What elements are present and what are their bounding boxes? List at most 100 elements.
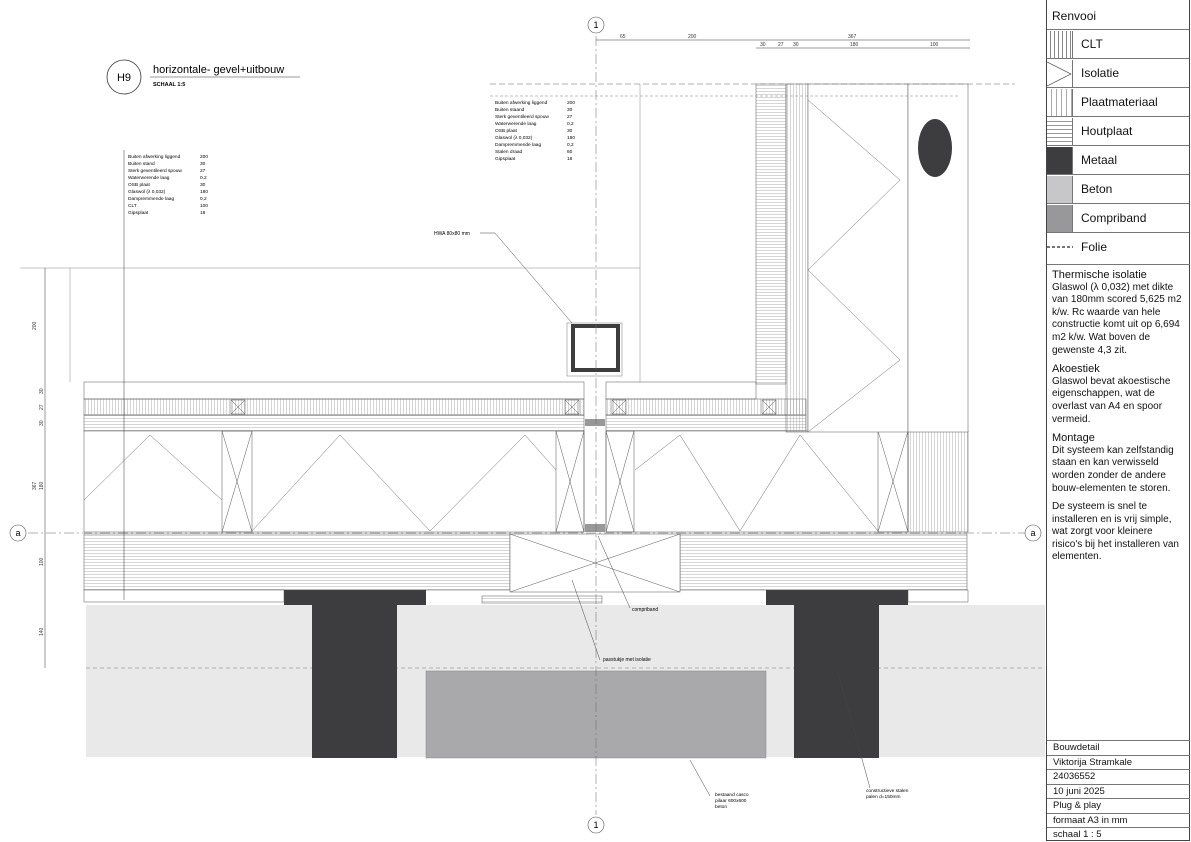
dim-top: 27 — [778, 42, 784, 48]
ll-value: 200 — [200, 154, 208, 160]
ll-value: 18 — [200, 210, 206, 216]
dim-left: 27 — [39, 404, 45, 410]
folie-icon — [1047, 234, 1073, 261]
dim-left: 30 — [39, 420, 45, 426]
thermal-text: Glaswol (λ 0,032) met dikte van 180mm sc… — [1052, 281, 1182, 356]
lr-value: 180 — [567, 135, 575, 141]
legend-label: Plaatmateriaal — [1081, 95, 1158, 109]
dim-left: 367 — [32, 481, 38, 490]
ll-name: CLT — [128, 203, 137, 209]
casco-label-3: beton — [715, 804, 727, 810]
ll-name: Waterwerende laag — [128, 175, 170, 181]
compriband-bottom — [585, 524, 605, 532]
lr-value: 0,2 — [567, 142, 574, 148]
lr-value: 30 — [567, 128, 573, 134]
legend-item-isolatie: Isolatie — [1046, 59, 1189, 88]
legend-label: CLT — [1081, 37, 1103, 51]
houtplaat-icon — [1047, 117, 1073, 145]
layer-list-right: Buiten afwerking liggend Buiten staand S… — [495, 100, 575, 162]
legend-label: Metaal — [1081, 153, 1118, 167]
tb-row: Plug & play — [1047, 798, 1190, 813]
axis-1-bottom: 1 — [593, 820, 598, 830]
beton-icon — [1047, 175, 1073, 203]
palen-label-1: constructieve stalen — [866, 788, 909, 794]
isolatie-icon — [1046, 59, 1073, 87]
dim-left: 200 — [32, 321, 38, 330]
legend-item-beton: Beton — [1047, 175, 1189, 204]
detail-scale: SCHAAL 1:5 — [153, 82, 185, 88]
legend-item-houtplaat: Houtplaat — [1047, 117, 1189, 146]
steel-cap-right — [766, 590, 908, 605]
lr-name: Stalen draad — [495, 149, 523, 155]
floor-element — [83, 381, 969, 603]
hwa-pipe — [571, 324, 620, 372]
construction-detail-drawing: 1 1 a a H9 horizontale- gevel+uitbouw SC… — [9, 16, 1045, 834]
lr-value: 0,2 — [567, 121, 574, 127]
tb-row: 24036552 — [1047, 769, 1190, 784]
palen-label-2: palen d=150mm — [866, 794, 901, 800]
lr-name: Gipsplaat — [495, 156, 516, 162]
hwa-pipe-outline — [566, 322, 623, 377]
clt-icon — [1047, 30, 1073, 58]
detail-title: horizontale- gevel+uitbouw — [153, 64, 284, 76]
ll-name: OSB plaat — [128, 182, 151, 188]
acoustic-text: Glaswol bevat akoestische eigenschappen,… — [1052, 375, 1171, 425]
dim-top: 367 — [848, 34, 857, 40]
assembly-title: Montage — [1052, 432, 1095, 445]
lr-value: 200 — [567, 100, 575, 106]
axis-a-right: a — [1030, 528, 1035, 538]
ll-name: Gipsplaat — [128, 210, 149, 216]
lr-value: 18 — [567, 156, 573, 162]
steel-cap-left — [284, 590, 426, 605]
dim-left: 30 — [39, 388, 45, 394]
wall-element — [755, 83, 969, 433]
tb-row: formaat A3 in mm — [1047, 812, 1190, 828]
grid-bubbles — [9, 16, 1042, 834]
legend-label: Beton — [1081, 182, 1113, 196]
passtuk-block — [481, 533, 681, 604]
legend-panel: Renvooi CLT Isolatie Plaatmateriaal Hout… — [1046, 0, 1190, 841]
dim-top: 65 — [620, 34, 626, 40]
dim-top: 180 — [850, 42, 859, 48]
legend-item-clt: CLT — [1047, 30, 1189, 59]
lr-name: Buiten afwerking liggend — [495, 100, 548, 106]
legend-item-plaatmateriaal: Plaatmateriaal — [1047, 88, 1189, 117]
detail-code: H9 — [117, 72, 131, 84]
dim-top: 30 — [760, 42, 766, 48]
passtuk-label: passtukje met isolatie — [603, 657, 651, 663]
casco-label-2: pilaar 600x600 — [715, 798, 747, 804]
lr-value: 60 — [567, 149, 573, 155]
detail-code-circle — [106, 59, 142, 95]
title-block: Bouwdetail Viktorija Stramkale 24036552 … — [1047, 740, 1190, 842]
lr-name: Glaswol (λ 0,032) — [495, 135, 533, 141]
dim-left: 140 — [39, 627, 45, 636]
assembly-text-1: Dit systeem kan zelfstandig staan en kan… — [1052, 444, 1174, 494]
thermal-title: Thermische isolatie — [1052, 269, 1147, 281]
pipe-section — [918, 119, 952, 177]
legend-item-compriband: Compriband — [1047, 204, 1189, 233]
legend-label: Isolatie — [1081, 66, 1120, 80]
compriband-icon — [1047, 204, 1073, 232]
lr-value: 30 — [567, 107, 573, 113]
lr-name: Buiten staand — [495, 107, 525, 113]
tb-row: 10 juni 2025 — [1047, 783, 1190, 799]
dim-left: 100 — [39, 557, 45, 566]
legend-label: Compriband — [1081, 211, 1147, 225]
steel-pile-right — [794, 605, 879, 758]
lr-name: Waterwerende laag — [495, 121, 537, 127]
legend-title: Renvooi — [1047, 0, 1189, 30]
ll-name: Sterk geventileerd spouw — [128, 168, 182, 174]
legend-label: Houtplaat — [1081, 124, 1133, 138]
dim-top: 100 — [930, 42, 939, 48]
tb-row: Viktorija Stramkale — [1047, 754, 1190, 770]
ll-value: 0,2 — [200, 175, 207, 181]
hwa-label: HWA 80x80 mm — [434, 231, 470, 237]
ll-value: 0,2 — [200, 196, 207, 202]
lr-value: 27 — [567, 114, 573, 120]
lr-name: Sterk geventileerd spouw — [495, 114, 549, 120]
lr-name: Dampremmende laag — [495, 142, 541, 148]
acoustic-title: Akoestiek — [1052, 363, 1100, 376]
ll-value: 100 — [200, 203, 208, 209]
layer-list-left: Buiten afwerking liggend Buiten stand St… — [128, 154, 208, 216]
dim-top: 200 — [688, 34, 697, 40]
